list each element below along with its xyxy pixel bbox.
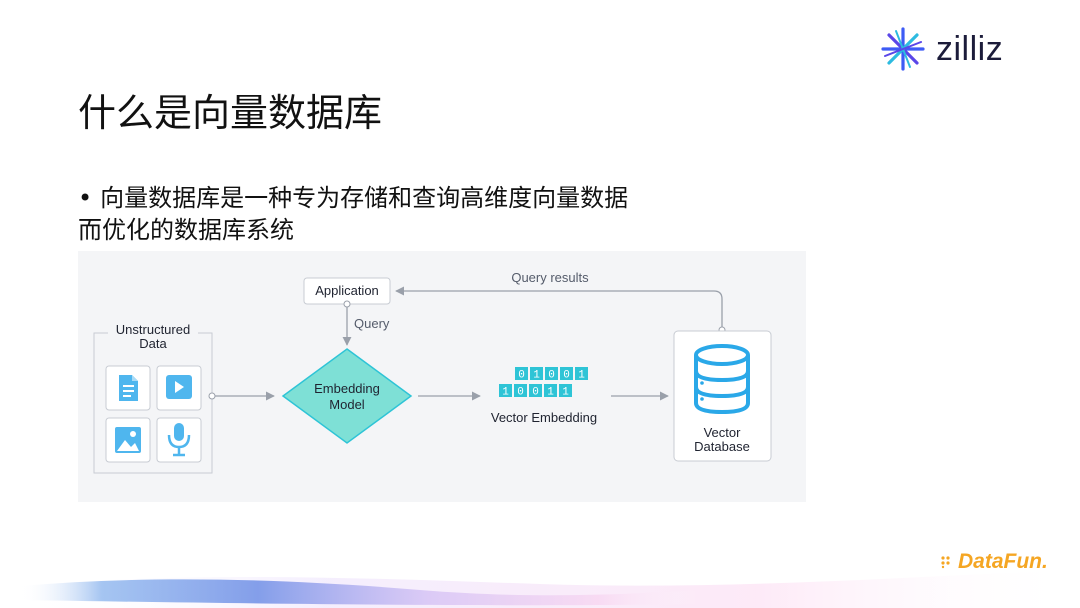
datafun-wordmark: DataFun. bbox=[958, 550, 1048, 573]
zilliz-wordmark: zilliz bbox=[936, 29, 1004, 68]
vector-embedding-label: Vector Embedding bbox=[491, 410, 597, 425]
bits-row-1-cell bbox=[515, 367, 528, 380]
datafun-logo: DataFun. bbox=[940, 550, 1048, 574]
bits-row-1-cell bbox=[545, 367, 558, 380]
query-results-label: Query results bbox=[511, 270, 589, 285]
application-label: Application bbox=[315, 283, 379, 298]
unstructured-label-2: Data bbox=[139, 336, 167, 351]
zilliz-star-icon bbox=[881, 27, 925, 71]
bits-row-2-digit: 0 bbox=[517, 387, 524, 399]
bits-row-2-digit: 1 bbox=[562, 387, 569, 399]
bits-row-1-cell bbox=[560, 367, 573, 380]
bullet-text: •向量数据库是一种专为存储和查询高维度向量数据 而优化的数据库系统 bbox=[78, 182, 758, 246]
image-icon bbox=[115, 427, 141, 453]
bullet-mark: • bbox=[78, 184, 93, 212]
database-icon bbox=[694, 344, 750, 415]
bits-row-2-cell bbox=[514, 384, 527, 397]
bits-row-2-cell bbox=[529, 384, 542, 397]
embedding-model-diamond bbox=[281, 348, 413, 444]
bits-row-1-digit: 0 bbox=[548, 370, 555, 382]
bits-row-1-cell bbox=[530, 367, 543, 380]
bullet-line-2: 而优化的数据库系统 bbox=[78, 216, 294, 244]
embedding-label-1: Embedding bbox=[314, 381, 380, 396]
embedding-label-2: Model bbox=[329, 397, 365, 412]
bits-row-2-digit: 0 bbox=[532, 387, 539, 399]
video-icon bbox=[166, 375, 192, 399]
microphone-icon bbox=[167, 423, 191, 457]
bits-row-2-cell bbox=[559, 384, 572, 397]
bullet-line-1: 向量数据库是一种专为存储和查询高维度向量数据 bbox=[100, 184, 629, 212]
vector-db-diagram: Application Query Query results Unstruct… bbox=[78, 251, 806, 502]
query-label: Query bbox=[354, 316, 390, 331]
bits-row-2-digit: 1 bbox=[502, 387, 509, 399]
diagram-canvas: Application Query Query results Unstruct… bbox=[93, 270, 772, 474]
database-label-2: Database bbox=[694, 439, 750, 454]
bits-row-2-cell bbox=[544, 384, 557, 397]
bits-row-1-digit: 0 bbox=[518, 370, 525, 382]
bits-row-1-digit: 1 bbox=[533, 370, 540, 382]
query-results-arrow bbox=[395, 286, 723, 328]
bits-row-2-digit: 1 bbox=[547, 387, 554, 399]
bits-row-1-digit: 1 bbox=[578, 370, 585, 382]
slide-title: 什么是向量数据库 bbox=[78, 91, 383, 135]
database-label-1: Vector bbox=[704, 425, 742, 440]
bits-row-1-digit: 0 bbox=[563, 370, 570, 382]
datafun-dots-icon bbox=[941, 556, 950, 569]
zilliz-logo: zilliz bbox=[880, 26, 1003, 72]
bits-row-2-cell bbox=[499, 384, 512, 397]
bits-row-1-cell bbox=[575, 367, 588, 380]
document-icon bbox=[119, 375, 138, 401]
unstructured-label-1: Unstructured bbox=[116, 322, 190, 337]
